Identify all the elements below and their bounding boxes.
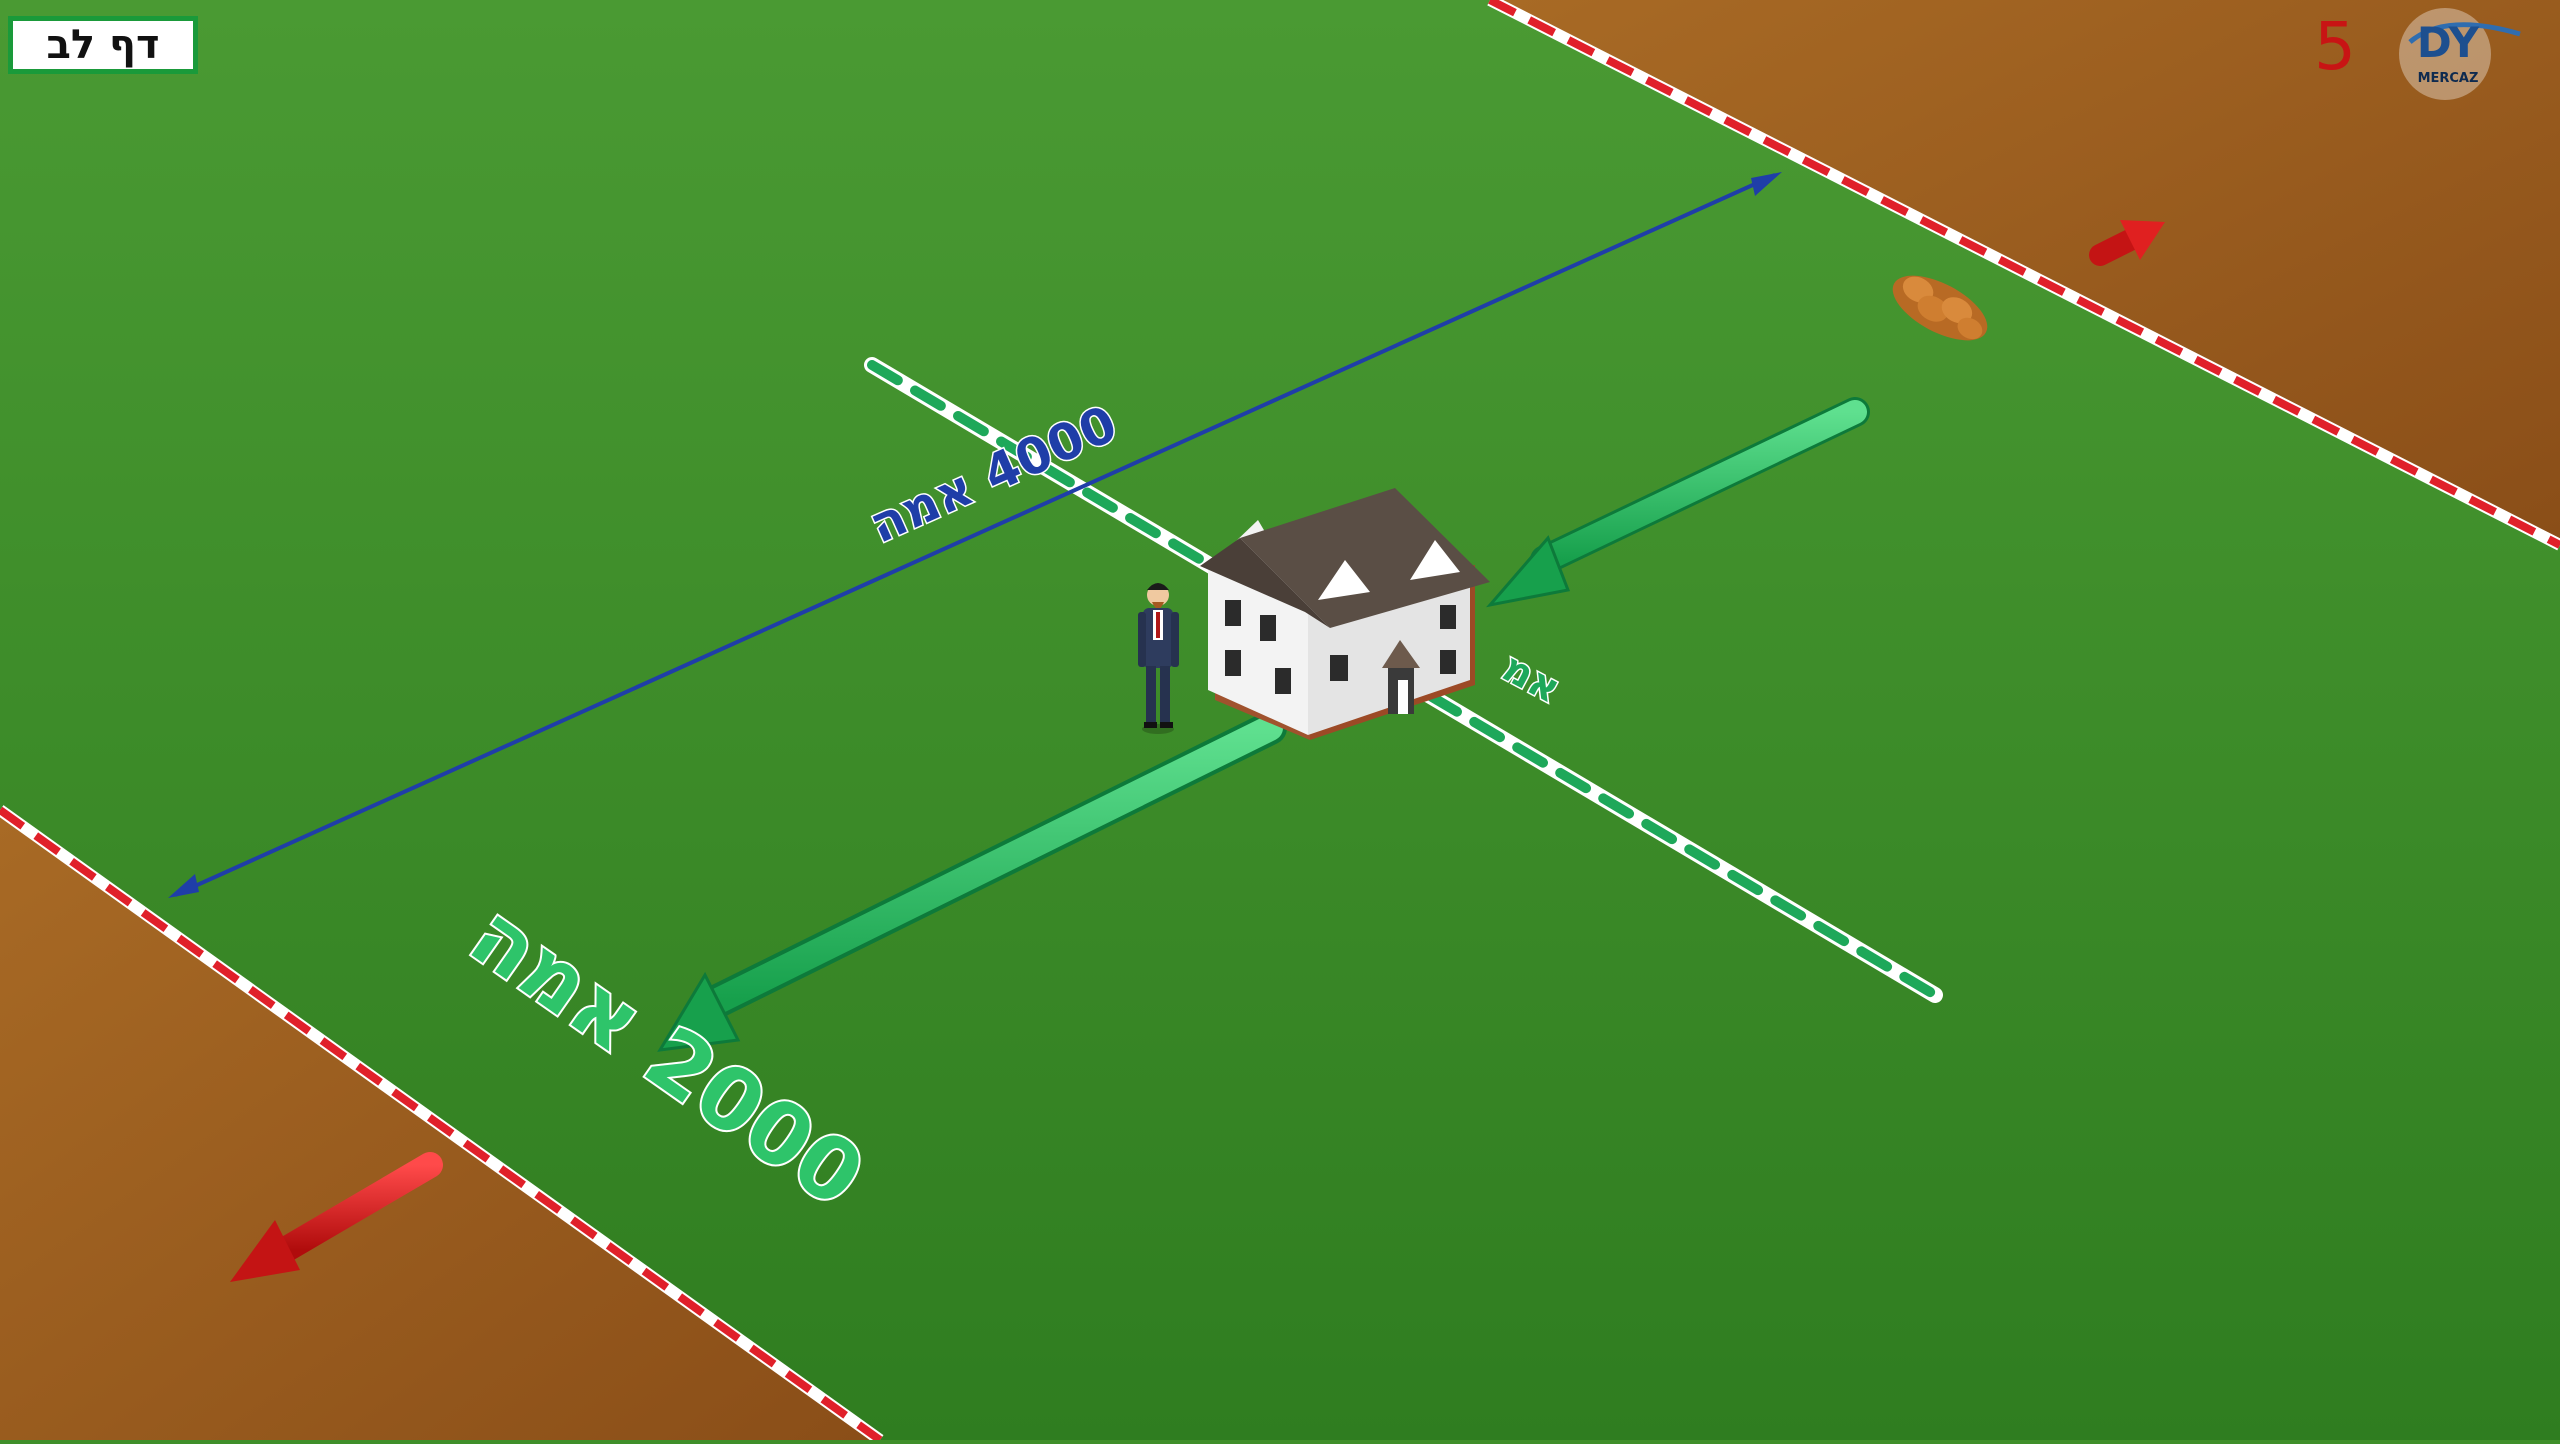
- logo-text: MERCAZ: [2418, 71, 2479, 86]
- slide-number: 5: [2305, 6, 2365, 86]
- logo-mark: DY: [2417, 18, 2480, 67]
- page-label: דף לב: [8, 16, 198, 74]
- logo: DY MERCAZ: [2390, 2, 2550, 102]
